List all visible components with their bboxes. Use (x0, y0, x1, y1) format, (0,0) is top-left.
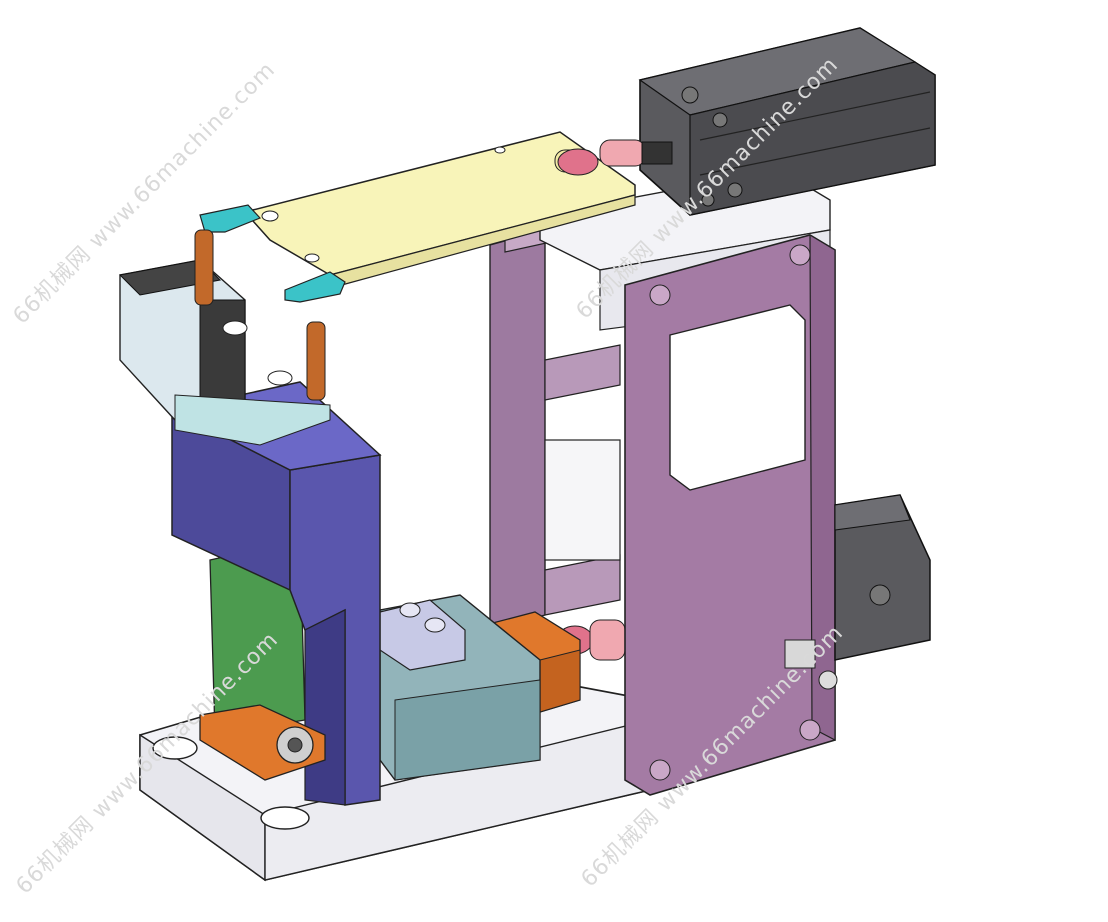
roller-bracket (199, 704, 326, 781)
base-hole-front (260, 806, 310, 830)
bottom-cylinder (784, 494, 931, 690)
frame-window (544, 439, 621, 561)
teal-block (379, 594, 541, 781)
front-plate-window (669, 304, 806, 491)
top-cylinder (638, 27, 936, 216)
base-hole-left (152, 736, 198, 760)
back-frame (489, 217, 621, 631)
gripper-fingers (199, 204, 346, 303)
locating-pins (194, 229, 326, 401)
front-purple-plate (624, 233, 836, 796)
nozzle-top (557, 139, 673, 176)
yellow-arm (243, 131, 636, 287)
